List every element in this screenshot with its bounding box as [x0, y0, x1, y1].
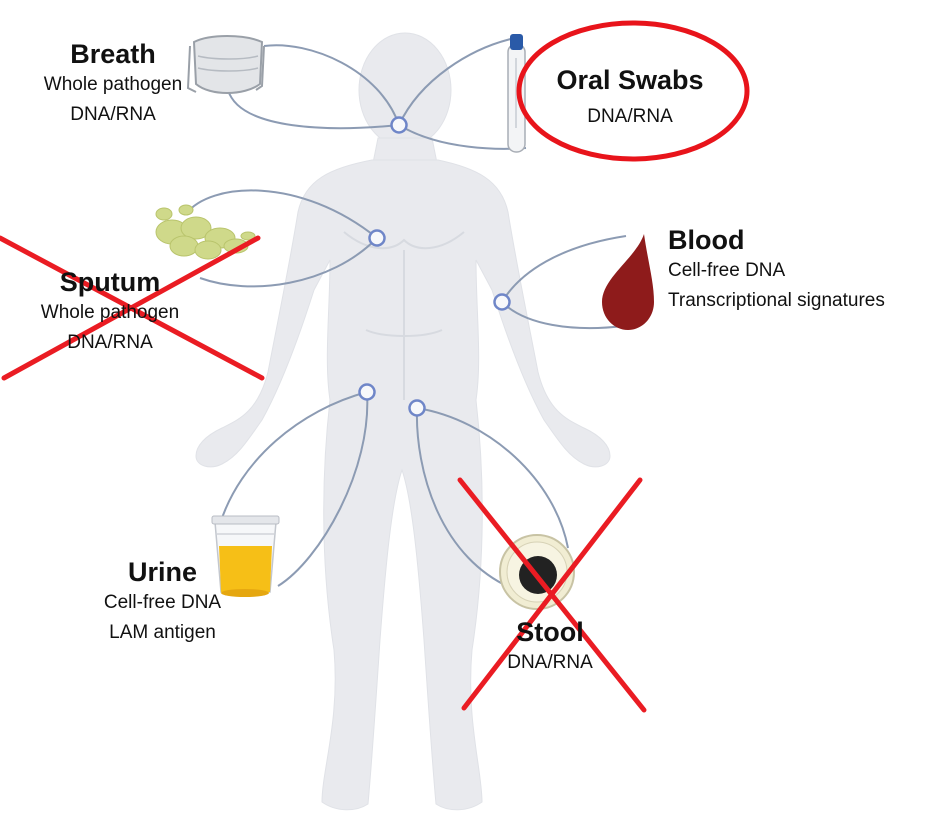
breath-analyte: Whole pathogen: [28, 70, 198, 100]
oral-swabs-title: Oral Swabs: [540, 64, 720, 96]
stool-title: Stool: [490, 616, 610, 648]
blood-analyte: Transcriptional signatures: [668, 286, 933, 316]
blood-drop-icon: [602, 234, 654, 330]
urine-analyte: Cell-free DNA: [80, 588, 245, 618]
bowel-site-marker: [410, 401, 425, 416]
breath-label: Breath Whole pathogen DNA/RNA: [28, 38, 198, 130]
face-mask-icon: [188, 36, 264, 93]
urine-analyte: LAM antigen: [80, 618, 245, 648]
chest-site-marker: [370, 231, 385, 246]
stool-analyte: DNA/RNA: [490, 648, 610, 678]
breath-title: Breath: [28, 38, 198, 70]
oral-swabs-analyte: DNA/RNA: [540, 102, 720, 132]
sputum-label: Sputum Whole pathogen DNA/RNA: [20, 266, 200, 358]
urine-label: Urine Cell-free DNA LAM antigen: [80, 556, 245, 648]
mouth-site-marker: [392, 118, 407, 133]
swab-tube-icon: [508, 34, 525, 152]
stool-label: Stool DNA/RNA: [490, 616, 610, 678]
human-body-silhouette: [196, 33, 610, 810]
oral-swabs-label: Oral Swabs DNA/RNA: [540, 64, 720, 132]
arm-site-marker: [495, 295, 510, 310]
sputum-analyte: DNA/RNA: [20, 328, 200, 358]
blood-title: Blood: [668, 224, 933, 256]
breath-analyte: DNA/RNA: [28, 100, 198, 130]
sputum-title: Sputum: [20, 266, 200, 298]
sputum-blob-icon: [156, 205, 255, 259]
blood-label: Blood Cell-free DNA Transcriptional sign…: [668, 224, 933, 316]
sputum-analyte: Whole pathogen: [20, 298, 200, 328]
urine-title: Urine: [80, 556, 245, 588]
bladder-site-marker: [360, 385, 375, 400]
blood-analyte: Cell-free DNA: [668, 256, 933, 286]
